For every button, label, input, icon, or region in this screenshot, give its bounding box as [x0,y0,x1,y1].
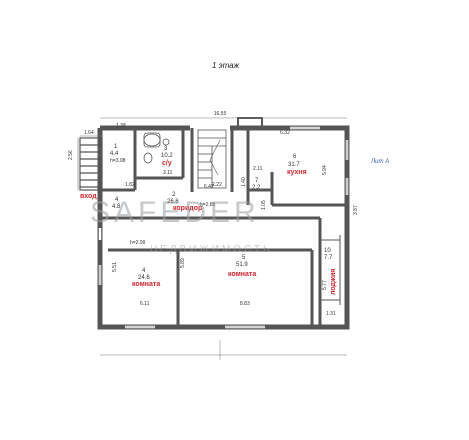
room-kitchen-num: 6 [293,154,297,160]
dimension-lines [100,117,347,360]
dim-551: 5.51 [112,262,118,272]
h-299: h=2.99 [130,240,146,246]
room-bath-num: 3 [164,146,168,152]
dim-182: 1.82 [125,182,135,188]
room-small-num: 4 [115,197,119,203]
room-loggia-label: лоджия [330,269,337,295]
dim-883: 8.83 [240,301,250,307]
dim-138: 1.38 [116,123,126,129]
porch-dim-lines [77,135,102,190]
window-glazing [99,127,348,328]
dim-222: 2.22 [212,182,222,188]
dim-105: 1.05 [261,200,267,210]
watermark-subtitle: НЕДВИЖИМОСТЬ [150,244,273,255]
entrance-porch [79,137,103,191]
room-left-area: 24.6 [138,275,150,281]
room-small-area: 4.8 [112,204,121,210]
dim-211: 2.11 [253,166,263,172]
room-entrance-num: 1 [114,144,118,150]
floor-title: 1 этаж [212,61,240,70]
dim-total: 16.55 [214,111,227,117]
dim-256: 2.56 [68,150,74,160]
room-closet-area: 2.2 [252,185,261,191]
watermark-brand: SAFEDER [90,196,260,229]
room-corridor-area: 26.6 [167,199,179,205]
room-kitchen-label: кухня [287,169,307,176]
room-corridor-num: 2 [172,192,176,198]
room-entrance-label: вход [80,193,97,200]
room-big-num: 5 [242,255,246,261]
dim-577: 5.77 [322,280,328,290]
room-corridor-label: коридор [173,205,202,212]
room-loggia-num: 10 [324,248,331,254]
dim-164: 1.64 [84,130,94,136]
lit-label: Лит А [370,159,389,165]
dim-131: 1.31 [326,311,336,317]
room-left-num: 4 [142,268,146,274]
dim-611: 6.11 [140,301,150,307]
bath-fixtures [143,132,170,164]
staircase [197,129,227,189]
room-bath-label: с/у [162,160,172,167]
room-big-area: 51.9 [236,262,248,268]
room-left-label: комната [132,281,160,288]
room-bath-area: 10.2 [161,153,173,159]
h-308: h=3.08 [110,158,126,164]
dim-311: 3.11 [163,170,173,176]
dim-387: 3.87 [353,205,359,215]
room-big-label: комната [228,271,256,278]
room-kitchen-area: 31.7 [288,162,300,168]
dim-594: 5.94 [322,165,328,175]
room-closet-num: 7 [255,178,259,184]
room-entrance-area: 4.4 [110,151,119,157]
watermark: SAFEDER НЕДВИЖИМОСТЬ [90,196,273,255]
loggia-outline [319,235,341,305]
dim-140: 1.40 [241,177,247,187]
dim-632: 6.32 [280,130,290,136]
stair-mark: 6.42 [204,184,214,190]
dim-589: 5.89 [180,258,186,268]
h-285: h=2.85 [200,202,216,208]
room-loggia-area: 7.7 [324,255,333,261]
